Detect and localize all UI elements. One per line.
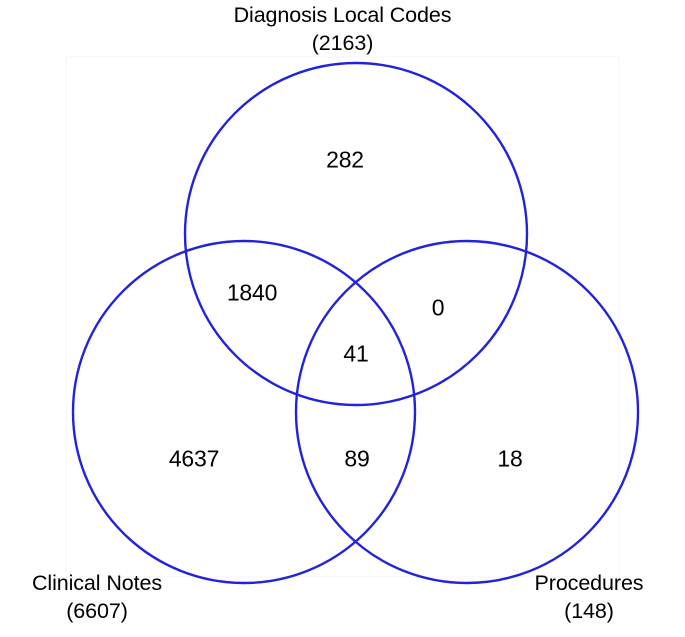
set-label-procedures: Procedures (148) — [494, 570, 684, 625]
region-count-procedures-only: 18 — [497, 445, 523, 472]
set-name-procedures: Procedures — [534, 571, 644, 595]
set-name-notes: Clinical Notes — [31, 571, 163, 595]
circle-diagnosis-local-codes — [183, 61, 529, 407]
circle-clinical-notes — [71, 239, 417, 585]
region-count-diagnosis-only: 282 — [326, 146, 364, 173]
region-count-all-three: 41 — [343, 340, 369, 367]
set-count-diagnosis: (2163) — [311, 30, 374, 55]
circle-procedures — [294, 239, 640, 585]
set-count-notes: (6607) — [66, 598, 128, 623]
set-name-diagnosis: Diagnosis Local Codes — [233, 3, 452, 27]
region-count-diagnosis-procedures: 0 — [431, 294, 445, 321]
region-count-notes-only: 4637 — [168, 445, 220, 472]
region-count-notes-procedures: 89 — [344, 445, 370, 472]
set-label-clinical-notes: Clinical Notes (6607) — [2, 570, 192, 625]
region-count-diagnosis-notes: 1840 — [226, 279, 278, 306]
plot-frame — [65, 56, 620, 578]
set-label-diagnosis-local-codes: Diagnosis Local Codes (2163) — [0, 2, 685, 57]
set-count-procedures: (148) — [564, 598, 614, 623]
